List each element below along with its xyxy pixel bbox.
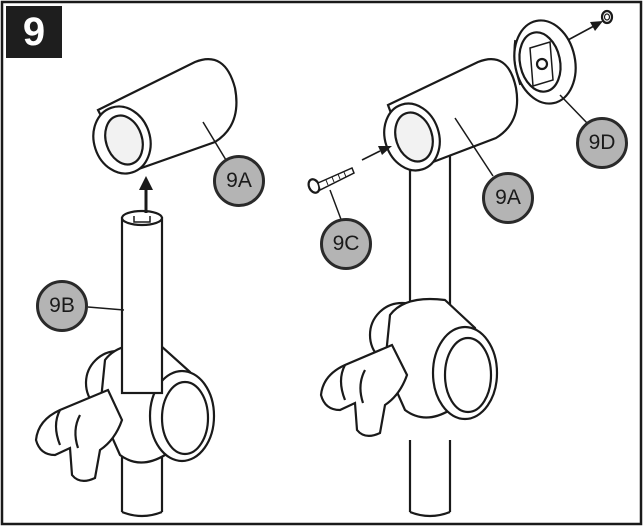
cap-arrow-shaft (567, 25, 595, 41)
right-sleeve-9a-opening-inner (394, 111, 434, 163)
left-rod-9b (120, 216, 164, 395)
callout-9a-right: 9A (482, 172, 534, 224)
callout-9d: 9D (576, 117, 628, 169)
right-assembly (307, 9, 614, 518)
left-assembly (34, 58, 238, 518)
left-clamp-knob-inner (160, 380, 210, 456)
left-clamp-hook (34, 388, 124, 482)
leader-9a-right (454, 117, 494, 177)
screw-9c (307, 167, 355, 194)
callout-9c: 9C (320, 218, 372, 270)
leader-9a-left (202, 121, 227, 161)
leader-9c (329, 189, 343, 223)
step-number-badge: 9 (6, 6, 62, 58)
right-clamp-knob-inner (443, 336, 493, 414)
left-sleeve-9a-opening-inner (104, 114, 144, 166)
callout-9a-left: 9A (213, 155, 265, 207)
screw-arrow-shaft (361, 150, 381, 161)
right-clamp-hook (319, 343, 409, 437)
cap-9d (513, 19, 577, 105)
right-rod-lower (408, 440, 452, 512)
callout-9b: 9B (36, 280, 88, 332)
leader-9d (559, 94, 589, 125)
left-rod-top (120, 209, 164, 227)
leader-9b (87, 306, 125, 311)
lift-arrow-head (139, 176, 153, 190)
cap-arrow-head (590, 21, 603, 31)
screw-arrow-head (378, 146, 392, 155)
